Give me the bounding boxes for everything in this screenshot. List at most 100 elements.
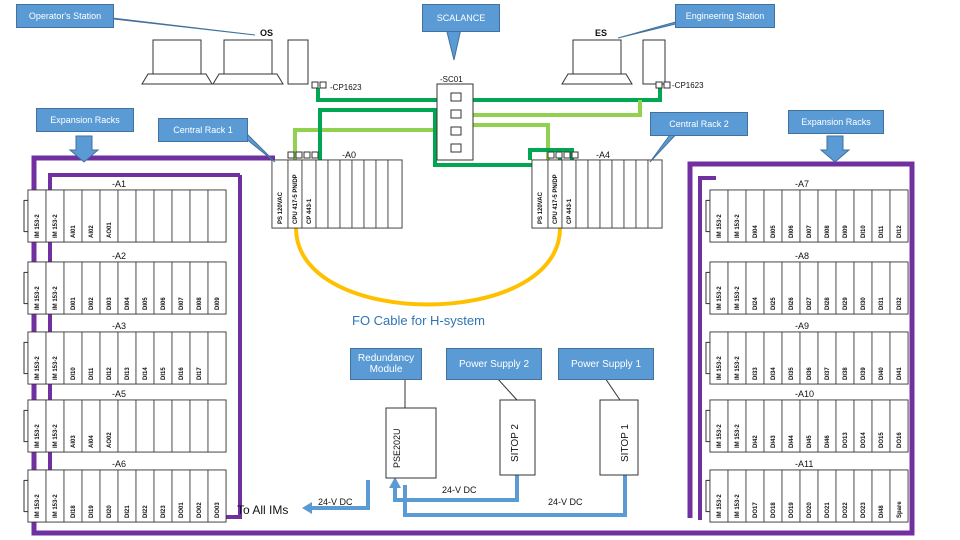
module-label: DI29 xyxy=(843,297,849,310)
dc-supply-lines xyxy=(302,475,627,517)
rack-label: -A11 xyxy=(795,459,813,469)
rack-slot xyxy=(889,261,909,315)
module-label: DI25 xyxy=(771,297,777,310)
module-label: DI22 xyxy=(143,505,149,518)
central-a4-label: -A4 xyxy=(596,150,610,160)
es-cp-port xyxy=(655,81,663,89)
module-label: DI31 xyxy=(879,297,885,310)
rack-slot xyxy=(153,189,173,243)
es-pc-tower xyxy=(642,39,666,85)
rack-bracket xyxy=(705,479,711,513)
rack-label: -A9 xyxy=(795,321,809,331)
module-label: IM 153-2 xyxy=(717,494,723,518)
central-a0-label: -A0 xyxy=(342,150,356,160)
central-slot xyxy=(339,159,353,229)
rack-slot xyxy=(135,399,155,453)
module-label: IM 153-2 xyxy=(53,424,59,448)
module-label: DO01 xyxy=(179,502,185,518)
module-label: DI41 xyxy=(897,367,903,380)
central-slot xyxy=(315,159,329,229)
rack-slot xyxy=(135,189,155,243)
ethernet-light-es xyxy=(470,100,642,117)
rack-bracket xyxy=(23,199,29,233)
es-label: ES xyxy=(595,28,607,38)
es-cp-label: -CP1623 xyxy=(672,81,704,90)
module-label: DI18 xyxy=(71,505,77,518)
power-modules xyxy=(385,377,639,479)
rack-slot xyxy=(171,399,191,453)
central-slot xyxy=(575,159,589,229)
module-label: DO23 xyxy=(861,502,867,518)
module-label: DI37 xyxy=(825,367,831,380)
laptop-base xyxy=(141,73,213,85)
dc-right-label: 24-V DC xyxy=(548,497,583,507)
module-label: IM 153-2 xyxy=(717,286,723,310)
power-supply-2-label: Power Supply 2 xyxy=(446,348,542,380)
module-label: DI05 xyxy=(143,297,149,310)
module-label: DI27 xyxy=(807,297,813,310)
pse-module xyxy=(385,407,437,479)
module-label: DI32 xyxy=(897,297,903,310)
rack-bracket xyxy=(23,341,29,375)
cpu-port xyxy=(555,151,563,159)
rack-bracket xyxy=(705,341,711,375)
module-label: PS 120VAC xyxy=(278,191,284,224)
module-label: IM 153-2 xyxy=(53,494,59,518)
module-label: DO20 xyxy=(807,502,813,518)
module-label: DI06 xyxy=(789,225,795,238)
central-slot xyxy=(327,159,341,229)
dc-arrow-up xyxy=(389,477,401,488)
module-label: DI35 xyxy=(789,367,795,380)
es-cp-port xyxy=(663,81,671,89)
switch-port xyxy=(450,92,462,102)
module-label: DO02 xyxy=(197,502,203,518)
rack-slot xyxy=(117,189,137,243)
dc-line-redundancy xyxy=(310,480,370,510)
es-laptops xyxy=(561,39,671,89)
dc-arrow-left xyxy=(302,502,312,514)
cpu-port xyxy=(287,151,295,159)
module-label: IM 153-2 xyxy=(735,286,741,310)
module-label: DI24 xyxy=(753,297,759,310)
rack-slot xyxy=(207,261,227,315)
module-label: DI13 xyxy=(125,367,131,380)
module-label: DI16 xyxy=(179,367,185,380)
module-label: DO13 xyxy=(843,432,849,448)
module-label: IM 153-2 xyxy=(35,356,41,380)
module-label: DO17 xyxy=(753,502,759,518)
rack-slot xyxy=(189,189,209,243)
module-label: DI45 xyxy=(807,435,813,448)
dc-line-ps2 xyxy=(393,475,519,502)
arrow-down-right xyxy=(819,135,851,163)
rack-label: -A5 xyxy=(112,389,126,399)
module-label: DI08 xyxy=(825,225,831,238)
rack-slot xyxy=(189,399,209,453)
module-label: DO15 xyxy=(879,432,885,448)
module-label: IM 153-2 xyxy=(717,356,723,380)
module-label: DI30 xyxy=(861,297,867,310)
engineering-station-callout: Engineering Station xyxy=(675,4,775,28)
rack-slot xyxy=(207,189,227,243)
central-slot xyxy=(587,159,601,229)
module-label: IM 153-2 xyxy=(735,494,741,518)
module-label: DI40 xyxy=(879,367,885,380)
module-label: DI14 xyxy=(143,367,149,380)
central-rack-1-callout: Central Rack 1 xyxy=(158,118,248,142)
central-slot xyxy=(611,159,625,229)
module-label: DO19 xyxy=(789,502,795,518)
module-label: DO03 xyxy=(215,502,221,518)
rack-label: -A1 xyxy=(112,179,126,189)
rack-slot xyxy=(207,399,227,453)
module-label: DO22 xyxy=(843,502,849,518)
laptop-base xyxy=(212,73,284,85)
cpu-port xyxy=(547,151,555,159)
os-cp-label: -CP1623 xyxy=(330,83,362,92)
module-label: IM 153-2 xyxy=(735,424,741,448)
central-slot xyxy=(363,159,377,229)
module-label: AO02 xyxy=(107,432,113,448)
module-label: CP 443-1 xyxy=(567,198,573,224)
sitop1-module xyxy=(599,399,639,476)
module-label: DO21 xyxy=(825,502,831,518)
